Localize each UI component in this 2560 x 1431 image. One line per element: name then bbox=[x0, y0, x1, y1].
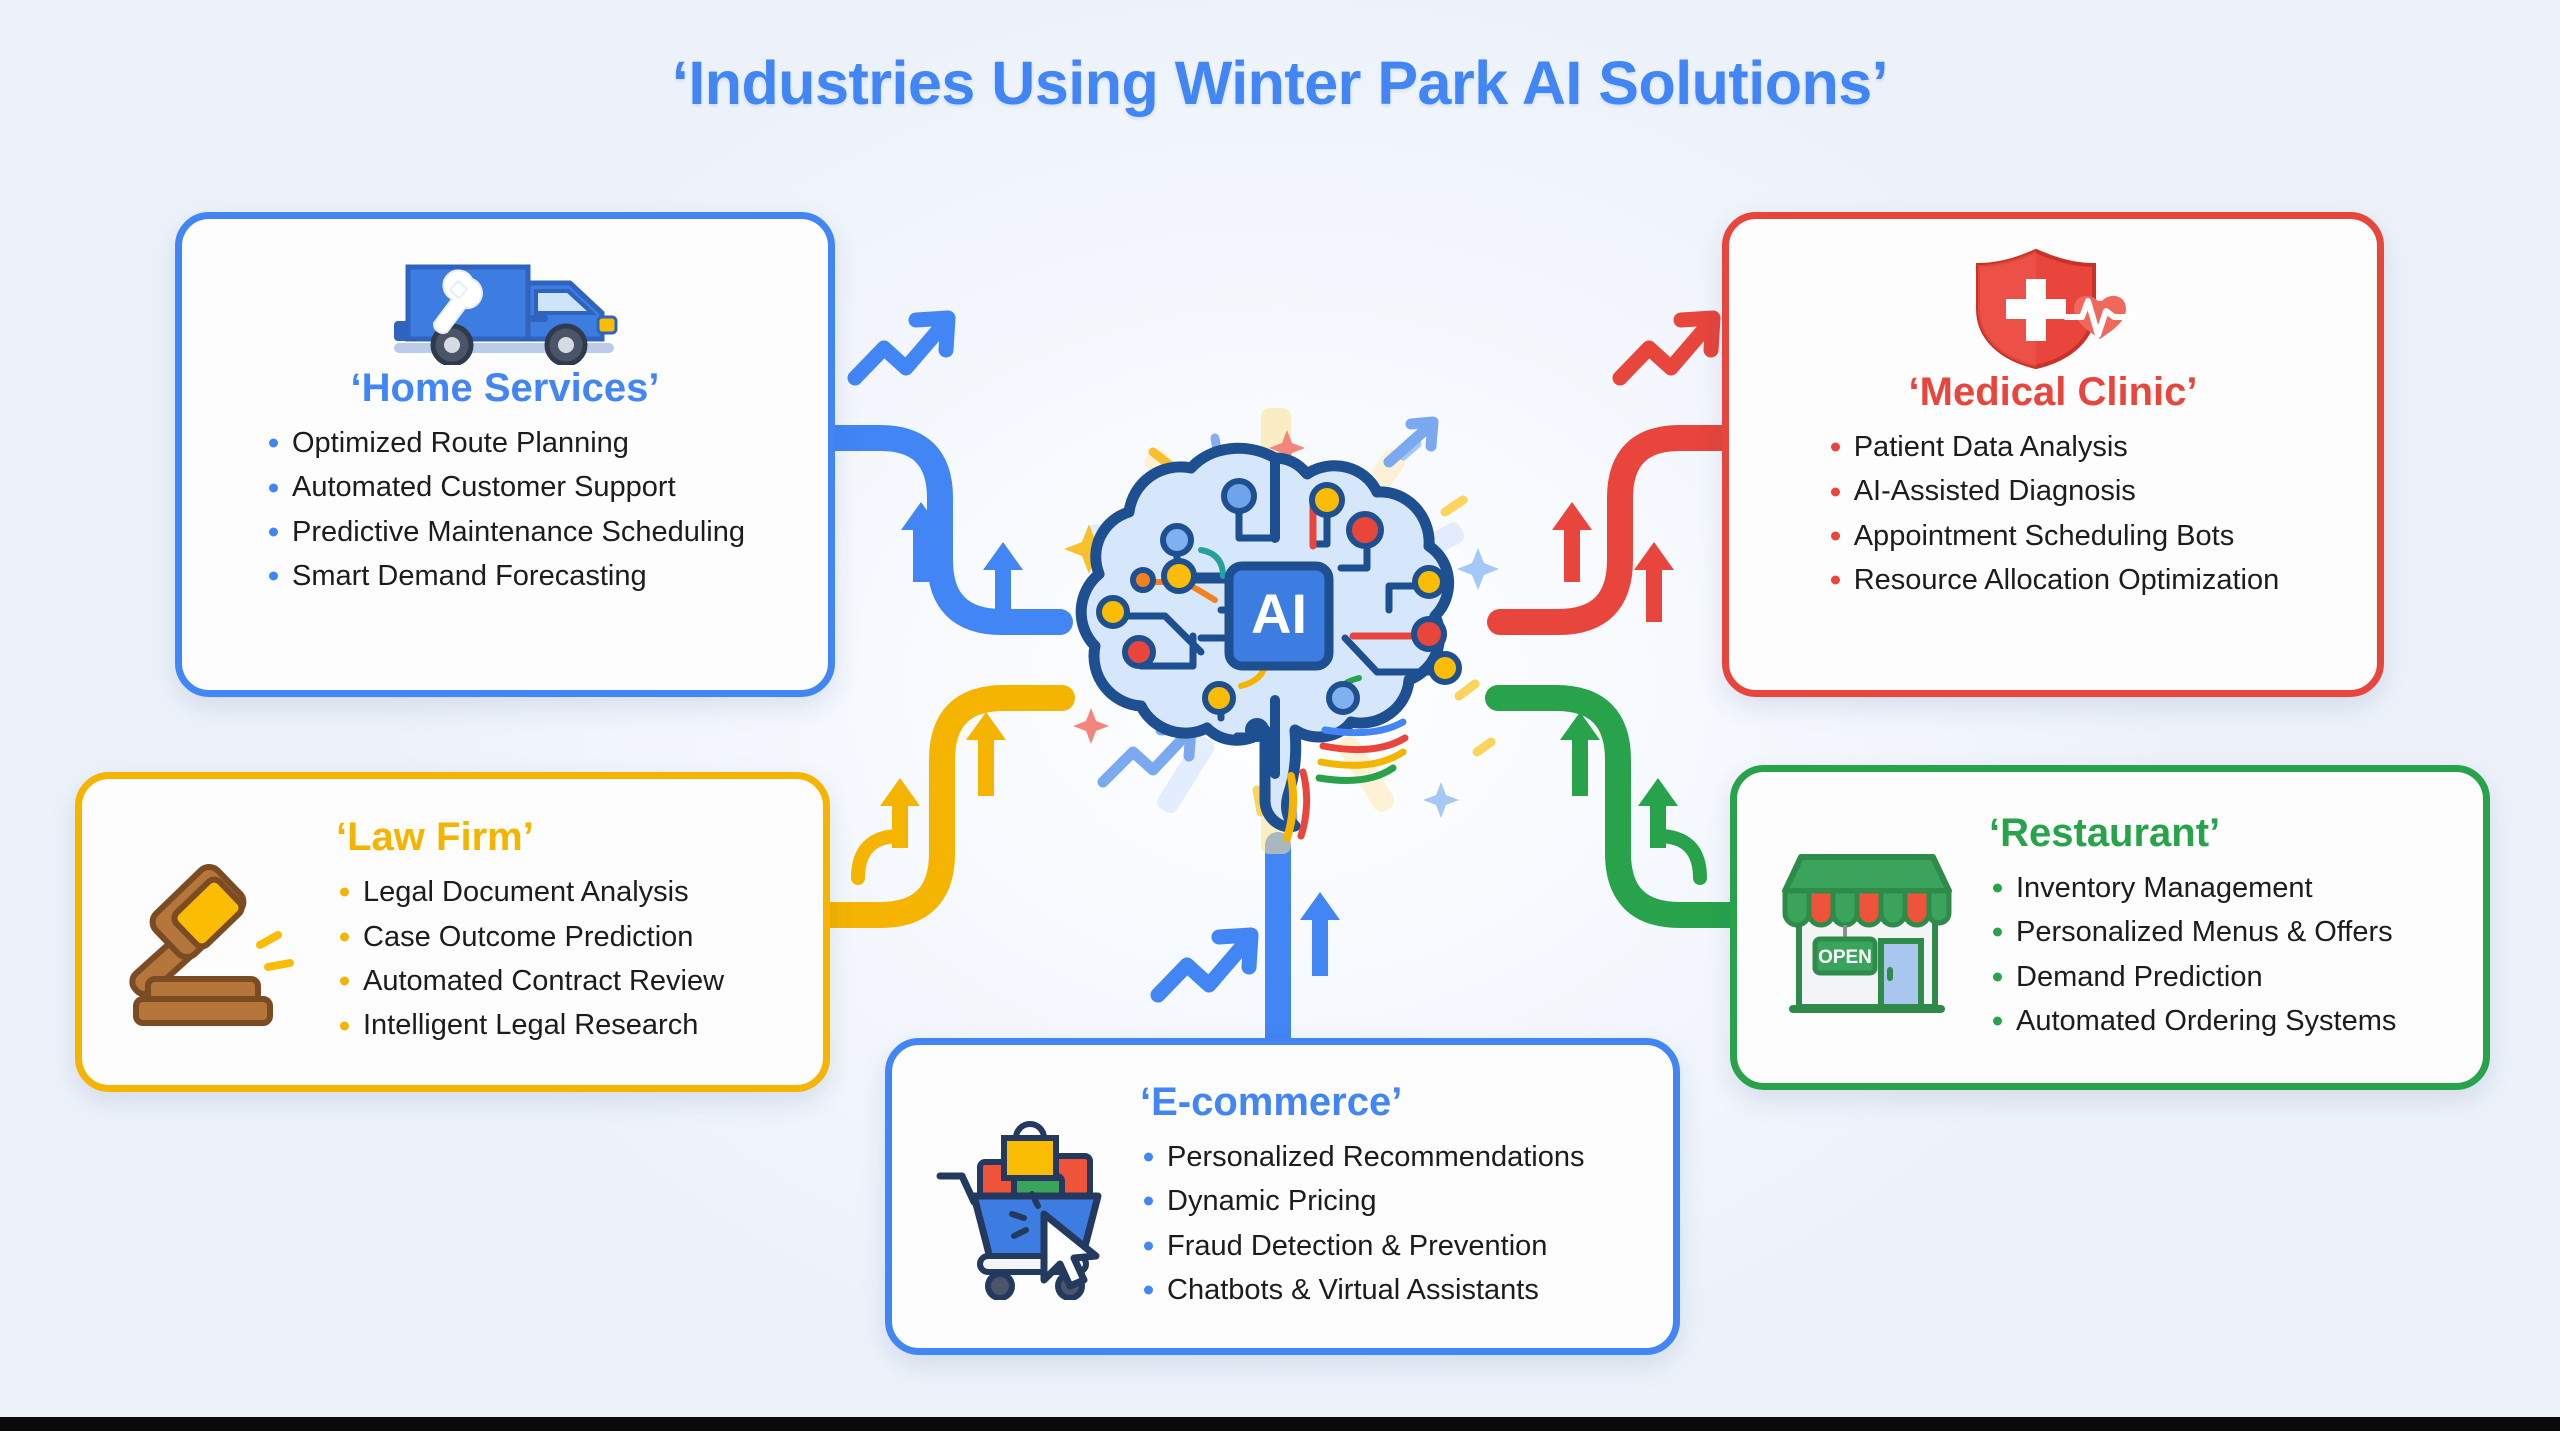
service-van-wrench-icon bbox=[208, 247, 802, 365]
card-e-commerce[interactable]: ‘E-commerce’ Personalized Recommendation… bbox=[885, 1038, 1680, 1355]
curved-up-arrow-icon bbox=[1651, 829, 1707, 885]
list-item: Personalized Recommendations bbox=[1140, 1135, 1647, 1179]
connector-medical-clinic bbox=[1487, 310, 1735, 635]
list-item: Personalized Menus & Offers bbox=[1989, 910, 2457, 954]
up-arrow-icon bbox=[901, 502, 1023, 622]
list-item: Fraud Detection & Prevention bbox=[1140, 1224, 1647, 1268]
card-home-services[interactable]: ‘Home Services’ Optimized Route Planning… bbox=[175, 212, 835, 697]
feature-list: Personalized Recommendations Dynamic Pri… bbox=[1140, 1135, 1647, 1312]
ai-brain-icon: AI bbox=[1064, 408, 1499, 854]
feature-list: Patient Data Analysis AI-Assisted Diagno… bbox=[1827, 425, 2280, 602]
list-item: Smart Demand Forecasting bbox=[265, 554, 745, 598]
up-arrow-icon bbox=[880, 712, 1006, 848]
list-item: AI-Assisted Diagnosis bbox=[1827, 469, 2280, 513]
shopping-cart-cursor-icon bbox=[918, 1094, 1124, 1300]
card-medical-clinic[interactable]: ‘Medical Clinic’ Patient Data Analysis A… bbox=[1722, 212, 2384, 697]
connector-restaurant bbox=[1485, 685, 1743, 928]
bottom-edge-strip bbox=[0, 1417, 2560, 1431]
list-item: Inventory Management bbox=[1989, 866, 2457, 910]
list-item: Appointment Scheduling Bots bbox=[1827, 514, 2280, 558]
card-law-firm[interactable]: ‘Law Firm’ Legal Document Analysis Case … bbox=[75, 772, 830, 1092]
ai-chip-label: AI bbox=[1251, 582, 1307, 645]
feature-list: Inventory Management Personalized Menus … bbox=[1989, 866, 2457, 1043]
card-title: ‘Restaurant’ bbox=[1989, 810, 2221, 855]
connector-e-commerce bbox=[1150, 832, 1340, 1053]
list-item: Predictive Maintenance Scheduling bbox=[265, 510, 745, 554]
sparkle-icon bbox=[1064, 430, 1499, 818]
curved-up-arrow-icon bbox=[851, 829, 907, 885]
card-title: ‘Medical Clinic’ bbox=[1908, 370, 2198, 414]
gavel-icon bbox=[108, 827, 318, 1037]
up-arrow-icon bbox=[1560, 712, 1678, 848]
card-restaurant[interactable]: OPEN ‘Restaurant’ Inventory Management P… bbox=[1730, 765, 2490, 1090]
list-item: Case Outcome Prediction bbox=[336, 915, 797, 959]
trend-up-arrow-icon bbox=[1150, 927, 1259, 1003]
trend-up-arrow-icon bbox=[1612, 310, 1721, 386]
list-item: Optimized Route Planning bbox=[265, 421, 745, 465]
feature-list: Legal Document Analysis Case Outcome Pre… bbox=[336, 870, 797, 1047]
page-title: ‘Industries Using Winter Park AI Solutio… bbox=[671, 49, 1889, 117]
card-title: ‘Home Services’ bbox=[350, 366, 660, 410]
up-arrow-icon bbox=[1552, 502, 1674, 622]
list-item: Automated Customer Support bbox=[265, 465, 745, 509]
trend-up-arrow-icon bbox=[847, 310, 956, 386]
feature-list: Optimized Route Planning Automated Custo… bbox=[265, 421, 745, 598]
list-item: Legal Document Analysis bbox=[336, 870, 797, 914]
medical-shield-heartbeat-icon bbox=[1755, 245, 2351, 369]
list-item: Demand Prediction bbox=[1989, 955, 2457, 999]
list-item: Dynamic Pricing bbox=[1140, 1179, 1647, 1223]
list-item: Automated Ordering Systems bbox=[1989, 999, 2457, 1043]
list-item: Resource Allocation Optimization bbox=[1827, 558, 2280, 602]
card-title: ‘E-commerce’ bbox=[1140, 1079, 1403, 1124]
up-arrow-icon bbox=[1300, 892, 1340, 976]
list-item: Intelligent Legal Research bbox=[336, 1003, 797, 1047]
storefront-open-sign-icon: OPEN bbox=[1763, 825, 1969, 1031]
card-title: ‘Law Firm’ bbox=[336, 815, 534, 860]
open-sign-label: OPEN bbox=[1818, 947, 1872, 968]
list-item: Chatbots & Virtual Assistants bbox=[1140, 1268, 1647, 1312]
list-item: Patient Data Analysis bbox=[1827, 425, 2280, 469]
list-item: Automated Contract Review bbox=[336, 959, 797, 1003]
